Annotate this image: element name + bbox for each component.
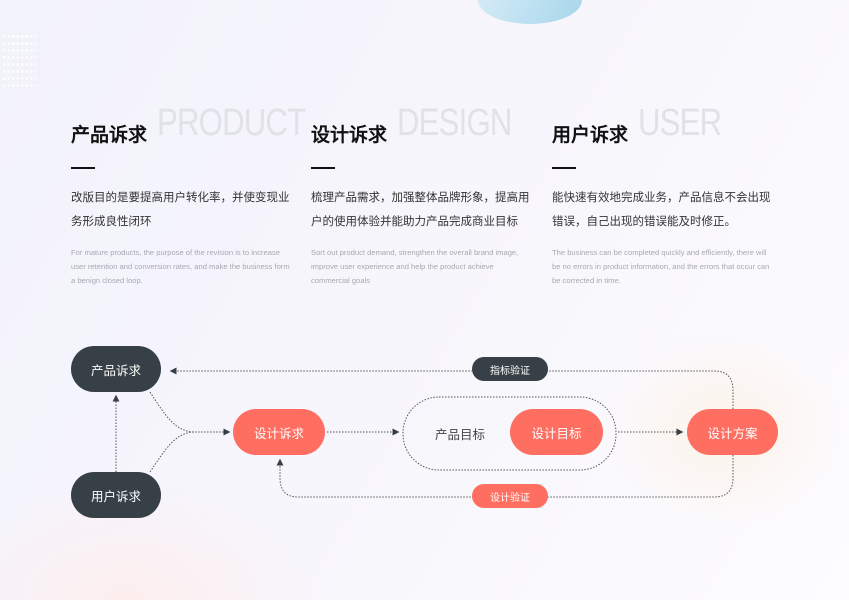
divider <box>552 167 576 169</box>
column-body: 能快速有效地完成业务，产品信息不会出现错误，自己出现的错误能及时修正。 <box>552 190 771 228</box>
column-english: For mature products, the purpose of the … <box>71 248 290 285</box>
node-user-need: 用户诉求 <box>71 472 161 518</box>
connector-metric-loop <box>169 367 734 409</box>
node-product-need: 产品诉求 <box>71 346 161 392</box>
watermark: PRODUCT <box>157 102 306 144</box>
column-body: 梳理产品需求，加强整体品牌形象，提高用户的使用体验并能助力产品完成商业目标 <box>311 190 530 228</box>
column-design: DESIGN 设计诉求 梳理产品需求，加强整体品牌形象，提高用户的使用体验并能助… <box>311 102 533 288</box>
connector-product-to-design <box>149 391 196 433</box>
divider <box>71 167 95 169</box>
node-design-goal: 设计目标 <box>510 409 603 455</box>
node-product-goal: 产品目标 <box>435 427 486 442</box>
watermark: USER <box>638 102 722 144</box>
node-design-need: 设计诉求 <box>233 409 325 455</box>
column-body: 改版目的是要提高用户转化率，并使变现业务形成良性闭环 <box>71 190 290 228</box>
column-product: PRODUCT 产品诉求 改版目的是要提高用户转化率，并使变现业务形成良性闭环 … <box>71 102 306 288</box>
column-title: 设计诉求 <box>311 124 388 146</box>
goal-group-box <box>402 396 617 471</box>
column-english: Sort out product demand, strengthen the … <box>311 248 519 285</box>
label-design-verify: 设计验证 <box>472 484 548 508</box>
node-design-plan: 设计方案 <box>687 409 778 455</box>
column-title: 产品诉求 <box>71 124 148 146</box>
column-english: The business can be completed quickly an… <box>552 248 770 285</box>
decorative-dots <box>2 33 36 89</box>
divider <box>311 167 335 169</box>
column-title: 用户诉求 <box>552 124 629 146</box>
column-user: USER 用户诉求 能快速有效地完成业务，产品信息不会出现错误，自己出现的错误能… <box>552 102 774 288</box>
label-metric-verify: 指标验证 <box>472 357 548 381</box>
watermark: DESIGN <box>397 102 512 144</box>
connector-user-to-design <box>149 428 231 473</box>
